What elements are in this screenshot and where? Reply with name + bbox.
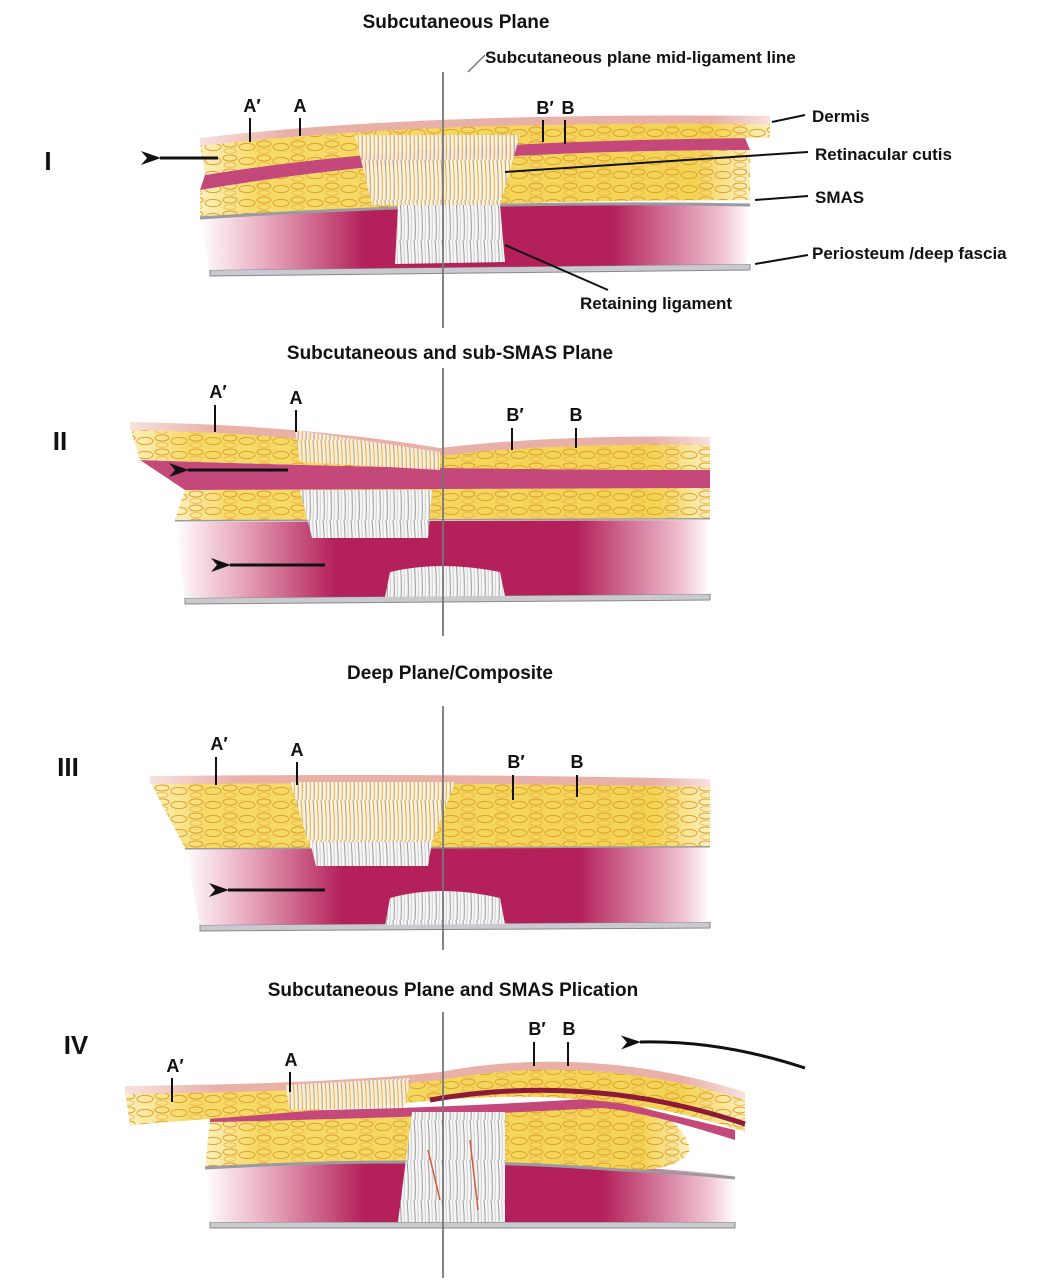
point-markers: A′ A B′ B	[166, 1019, 576, 1102]
deep-fascia-layer	[209, 1221, 736, 1229]
ligament-fibers-icon	[295, 430, 505, 597]
panel-title: Subcutaneous and sub-SMAS Plane	[287, 343, 613, 364]
midline-label: Subcutaneous plane mid-ligament line	[485, 48, 796, 67]
dermis-layer	[200, 115, 770, 146]
dissection-plane	[210, 1098, 735, 1140]
panel-roman-numeral: III	[57, 752, 79, 782]
marker-a-prime: A′	[166, 1056, 183, 1076]
marker-a-prime: A′	[210, 734, 227, 754]
marker-b-prime: B′	[536, 98, 553, 118]
traction-arrow-icon	[620, 1035, 806, 1070]
marker-a: A	[290, 388, 303, 408]
panel-1: Subcutaneous Plane I	[44, 12, 1007, 313]
label-smas: SMAS	[815, 188, 864, 207]
panel-roman-numeral: II	[53, 426, 67, 456]
marker-a: A	[294, 96, 307, 116]
panel-roman-numeral: I	[44, 146, 51, 176]
dermis-layer	[130, 422, 710, 456]
layer-legend: Subcutaneous plane mid-ligament line Der…	[467, 48, 1007, 313]
ligament-fibers-icon	[290, 782, 505, 925]
marker-b-prime: B′	[506, 405, 523, 425]
marker-a: A	[285, 1050, 298, 1070]
dissection-plane	[200, 138, 750, 190]
label-dermis: Dermis	[812, 107, 870, 126]
label-retinacular-cutis: Retinacular cutis	[815, 145, 952, 164]
label-periosteum: Periosteum /deep fascia	[812, 244, 1007, 263]
dissection-plane	[140, 460, 710, 490]
marker-b: B	[571, 752, 584, 772]
marker-a-prime: A′	[209, 382, 226, 402]
marker-b: B	[562, 98, 575, 118]
marker-b: B	[570, 405, 583, 425]
panel-title: Subcutaneous Plane	[363, 12, 550, 33]
marker-b-prime: B′	[507, 752, 524, 772]
point-markers: A′ A B′ B	[243, 96, 575, 144]
marker-a: A	[291, 740, 304, 760]
point-markers: A′ A B′ B	[210, 734, 584, 800]
ligament-fibers-icon	[285, 1078, 505, 1222]
label-retaining-ligament: Retaining ligament	[580, 294, 732, 313]
marker-a-prime: A′	[243, 96, 260, 116]
ligament-fibers-icon	[355, 135, 520, 264]
panel-roman-numeral: IV	[64, 1030, 89, 1060]
marker-b: B	[563, 1019, 576, 1039]
dermis-layer	[125, 1061, 745, 1100]
panel-3: Deep Plane/Composite III A′ A B′ B	[57, 663, 711, 932]
panel-2: Subcutaneous and sub-SMAS Plane II A′ A	[53, 343, 711, 605]
marker-b-prime: B′	[528, 1019, 545, 1039]
panel-4: Subcutaneous Plane and SMAS Plication IV…	[64, 980, 806, 1229]
dermis-layer	[150, 775, 710, 787]
panel-title: Deep Plane/Composite	[347, 663, 553, 684]
point-markers: A′ A B′ B	[209, 382, 583, 450]
panel-title: Subcutaneous Plane and SMAS Plication	[268, 980, 639, 1001]
